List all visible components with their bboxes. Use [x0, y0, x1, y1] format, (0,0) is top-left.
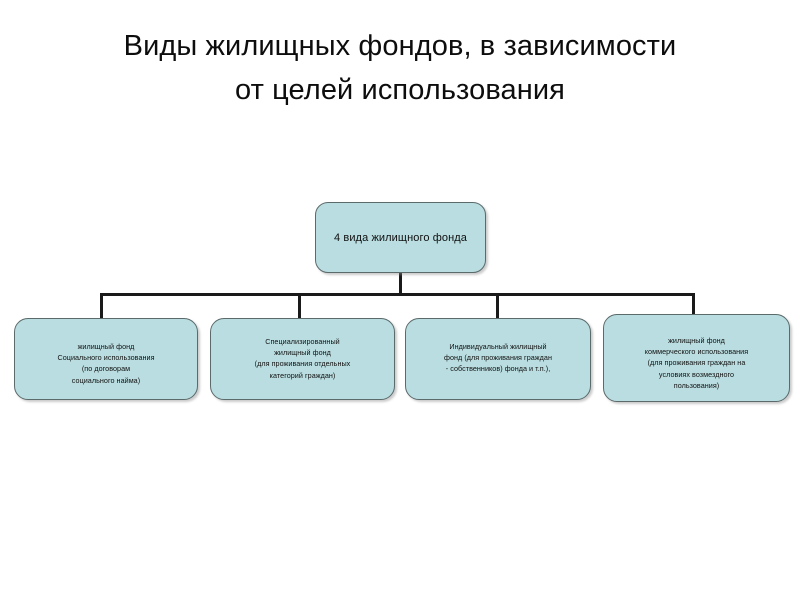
page-title-line-2: от целей использования [235, 74, 565, 106]
node-line: (по договорам [81, 364, 131, 374]
page-title: Виды жилищных фондов, в зависимости от ц… [40, 24, 760, 112]
node-line: коммерческого использования [644, 347, 749, 357]
node-line: Индивидуальный жилищный [449, 342, 547, 351]
node-fund-individual-label: Индивидуальный жилищный фонд (для прожив… [406, 319, 590, 375]
node-fund-social-use-label: жилищный фонд Социального использования … [15, 319, 197, 386]
node-fund-individual[interactable]: Индивидуальный жилищный фонд (для прожив… [405, 318, 591, 400]
node-line: пользования) [673, 380, 720, 390]
node-line: жилищный фонд [77, 342, 135, 351]
node-line: жилищный фонд [274, 348, 331, 358]
node-line: фонд (для проживания граждан [444, 353, 552, 363]
node-fund-commercial-label: жилищный фонд коммерческого использовани… [604, 315, 789, 391]
page-title-line-1: Виды жилищных фондов, в зависимости [123, 30, 677, 62]
node-fund-specialized-label: Специализированный жилищный фонд (для пр… [211, 319, 394, 381]
node-fund-commercial[interactable]: жилищный фонд коммерческого использовани… [603, 314, 790, 402]
node-line: - собственников) фонда и т.п.), [445, 364, 551, 374]
node-line: социального найма) [71, 375, 141, 385]
node-line: (для проживания граждан на [647, 358, 746, 368]
node-line: жилищный фонд [668, 336, 725, 345]
node-line: (для проживания отдельных [254, 359, 351, 369]
node-line: условиях возмездного [658, 369, 735, 379]
node-line: Специализированный [265, 337, 340, 346]
node-root[interactable]: 4 вида жилищного фонда [315, 202, 486, 273]
node-root-label: 4 вида жилищного фонда [334, 231, 467, 244]
node-line: Социального использования [57, 353, 155, 363]
node-line: категорий граждан) [269, 370, 336, 380]
node-fund-specialized[interactable]: Специализированный жилищный фонд (для пр… [210, 318, 395, 400]
node-fund-social-use[interactable]: жилищный фонд Социального использования … [14, 318, 198, 400]
